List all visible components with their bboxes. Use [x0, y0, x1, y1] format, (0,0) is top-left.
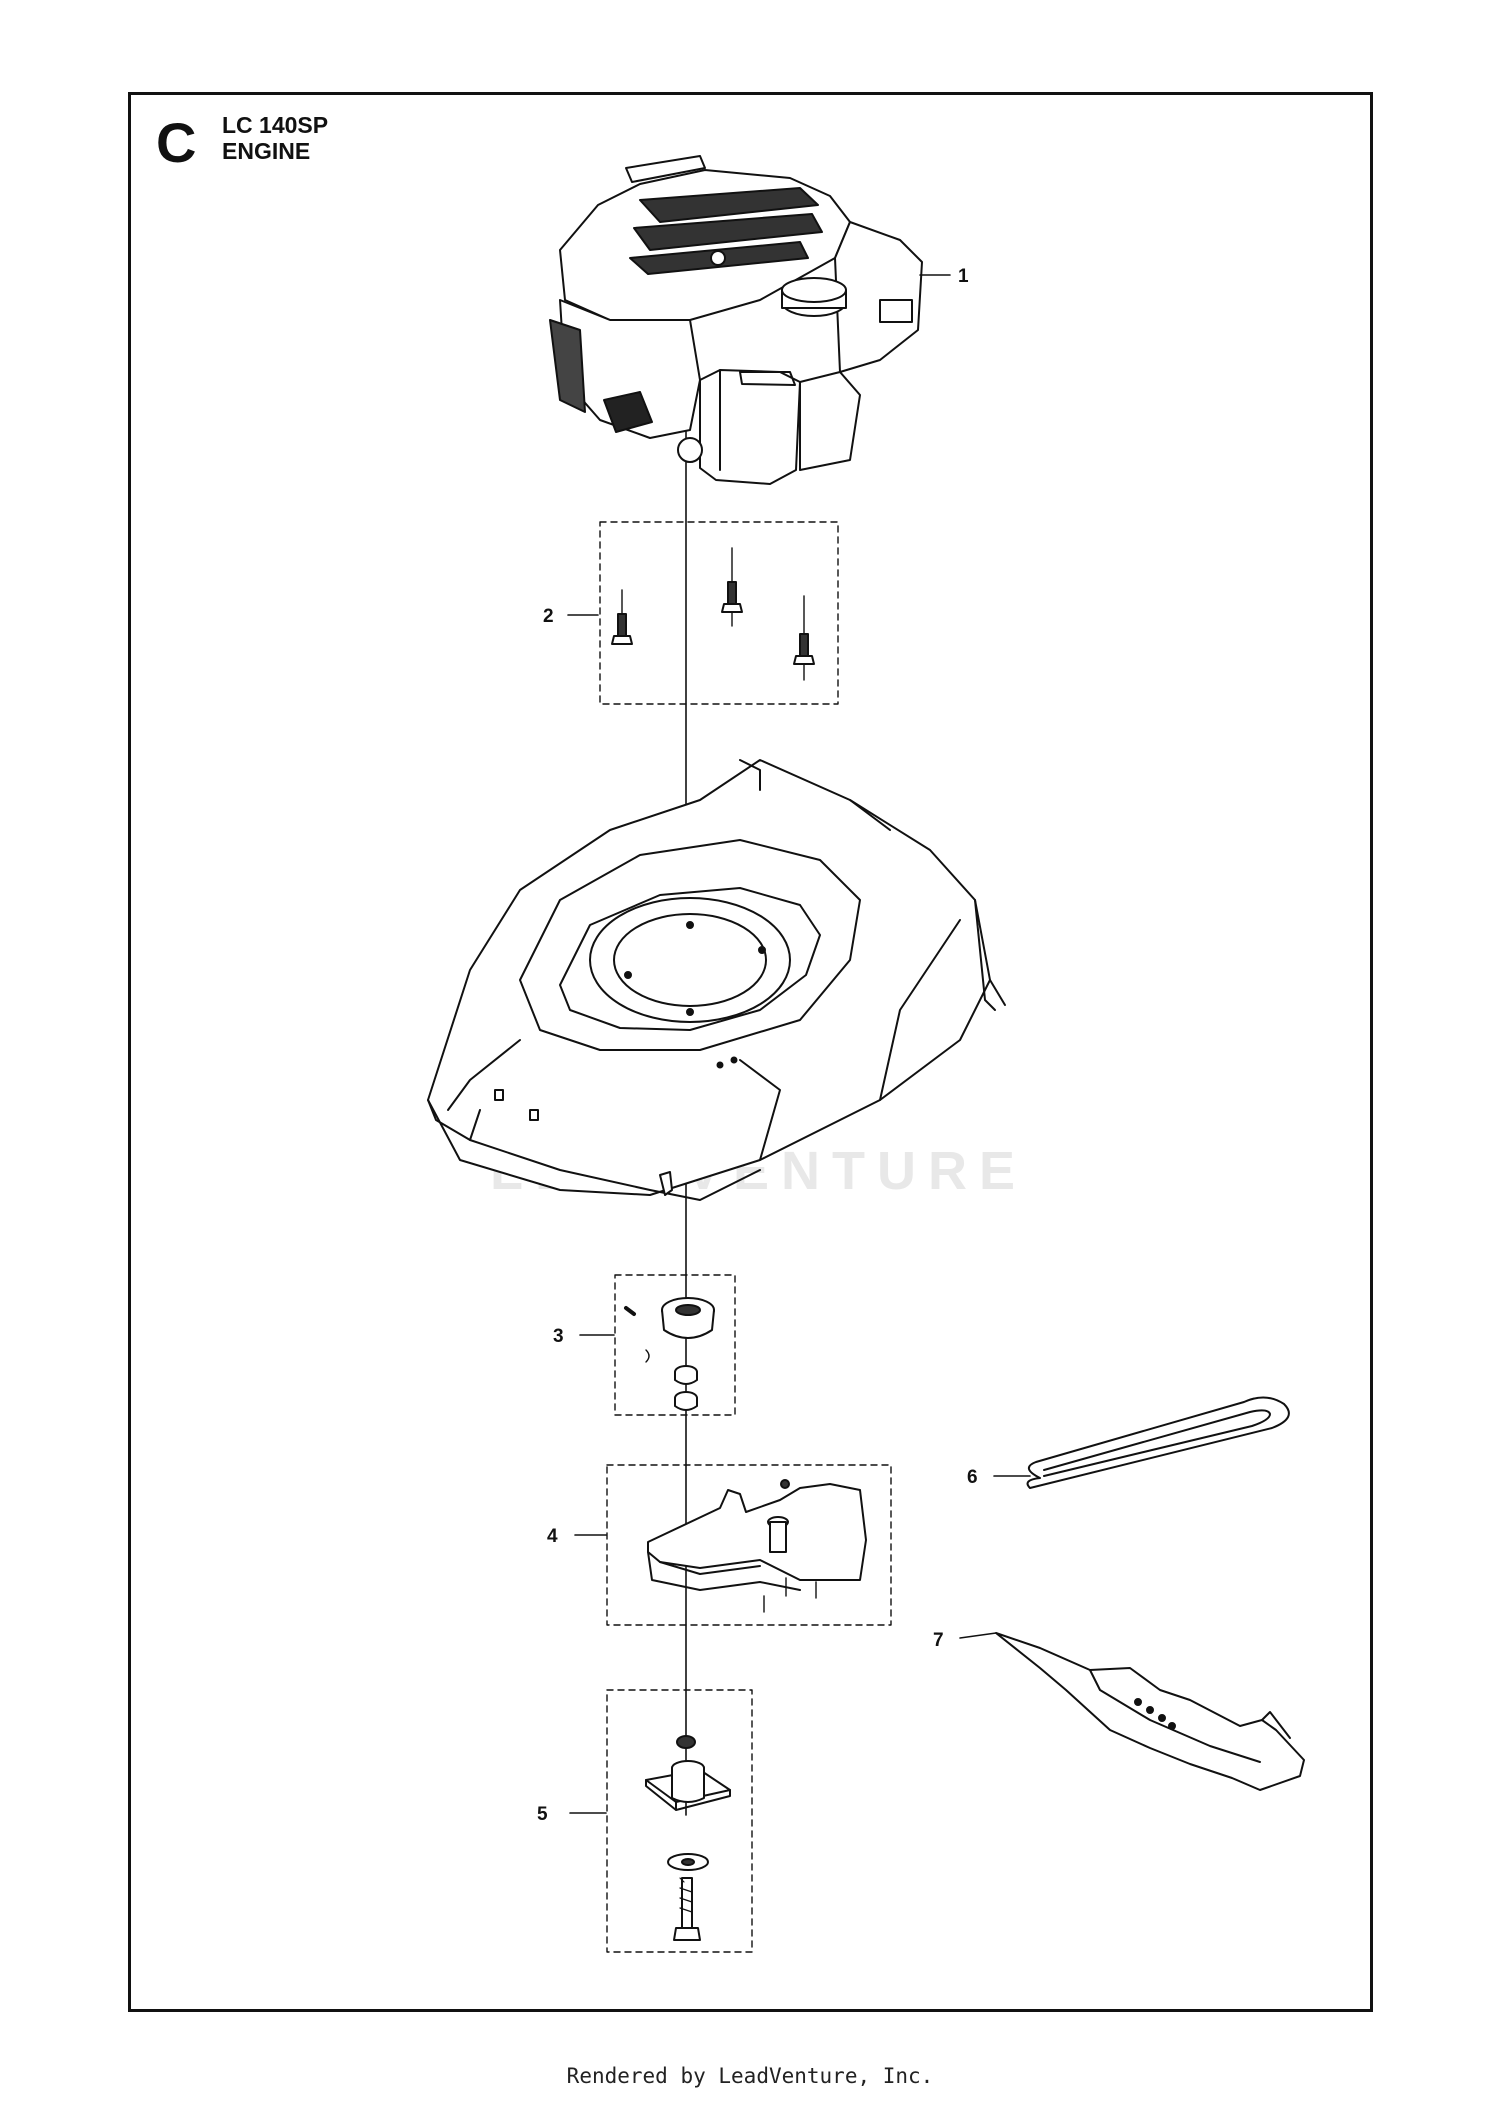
- diagram-frame: [128, 92, 1373, 2012]
- model-name: LC 140SP: [222, 112, 329, 138]
- bolt-kit-part[interactable]: [611, 547, 815, 681]
- bearing-kit-box: [606, 1689, 753, 1953]
- callout-7: 7: [933, 1630, 944, 1651]
- callout-leader-7: [959, 1632, 997, 1639]
- engine-part[interactable]: [549, 155, 923, 485]
- footer-credit: Rendered by LeadVenture, Inc.: [566, 2064, 934, 2088]
- section-subtitle: ENGINE: [222, 138, 311, 164]
- adapter-kit-part[interactable]: [624, 1297, 715, 1411]
- section-letter: C: [156, 111, 197, 174]
- callout-1: 1: [958, 266, 969, 287]
- belt-part[interactable]: [1026, 1396, 1290, 1489]
- belt-cover-kit-box: [606, 1464, 892, 1626]
- blade-part[interactable]: [995, 1632, 1305, 1791]
- bolt-kit-box: [599, 521, 839, 705]
- callout-2: 2: [543, 606, 554, 627]
- adapter-kit-box: [614, 1274, 736, 1416]
- bearing-kit-part[interactable]: [645, 1735, 731, 1941]
- page-title: LC 140SP ENGINE: [222, 112, 328, 164]
- callout-5: 5: [537, 1804, 548, 1825]
- callout-6: 6: [967, 1467, 978, 1488]
- belt-cover-kit-part[interactable]: [647, 1479, 867, 1613]
- callout-3: 3: [553, 1326, 564, 1347]
- callout-4: 4: [547, 1526, 558, 1547]
- mower-deck-part[interactable]: [427, 759, 1006, 1201]
